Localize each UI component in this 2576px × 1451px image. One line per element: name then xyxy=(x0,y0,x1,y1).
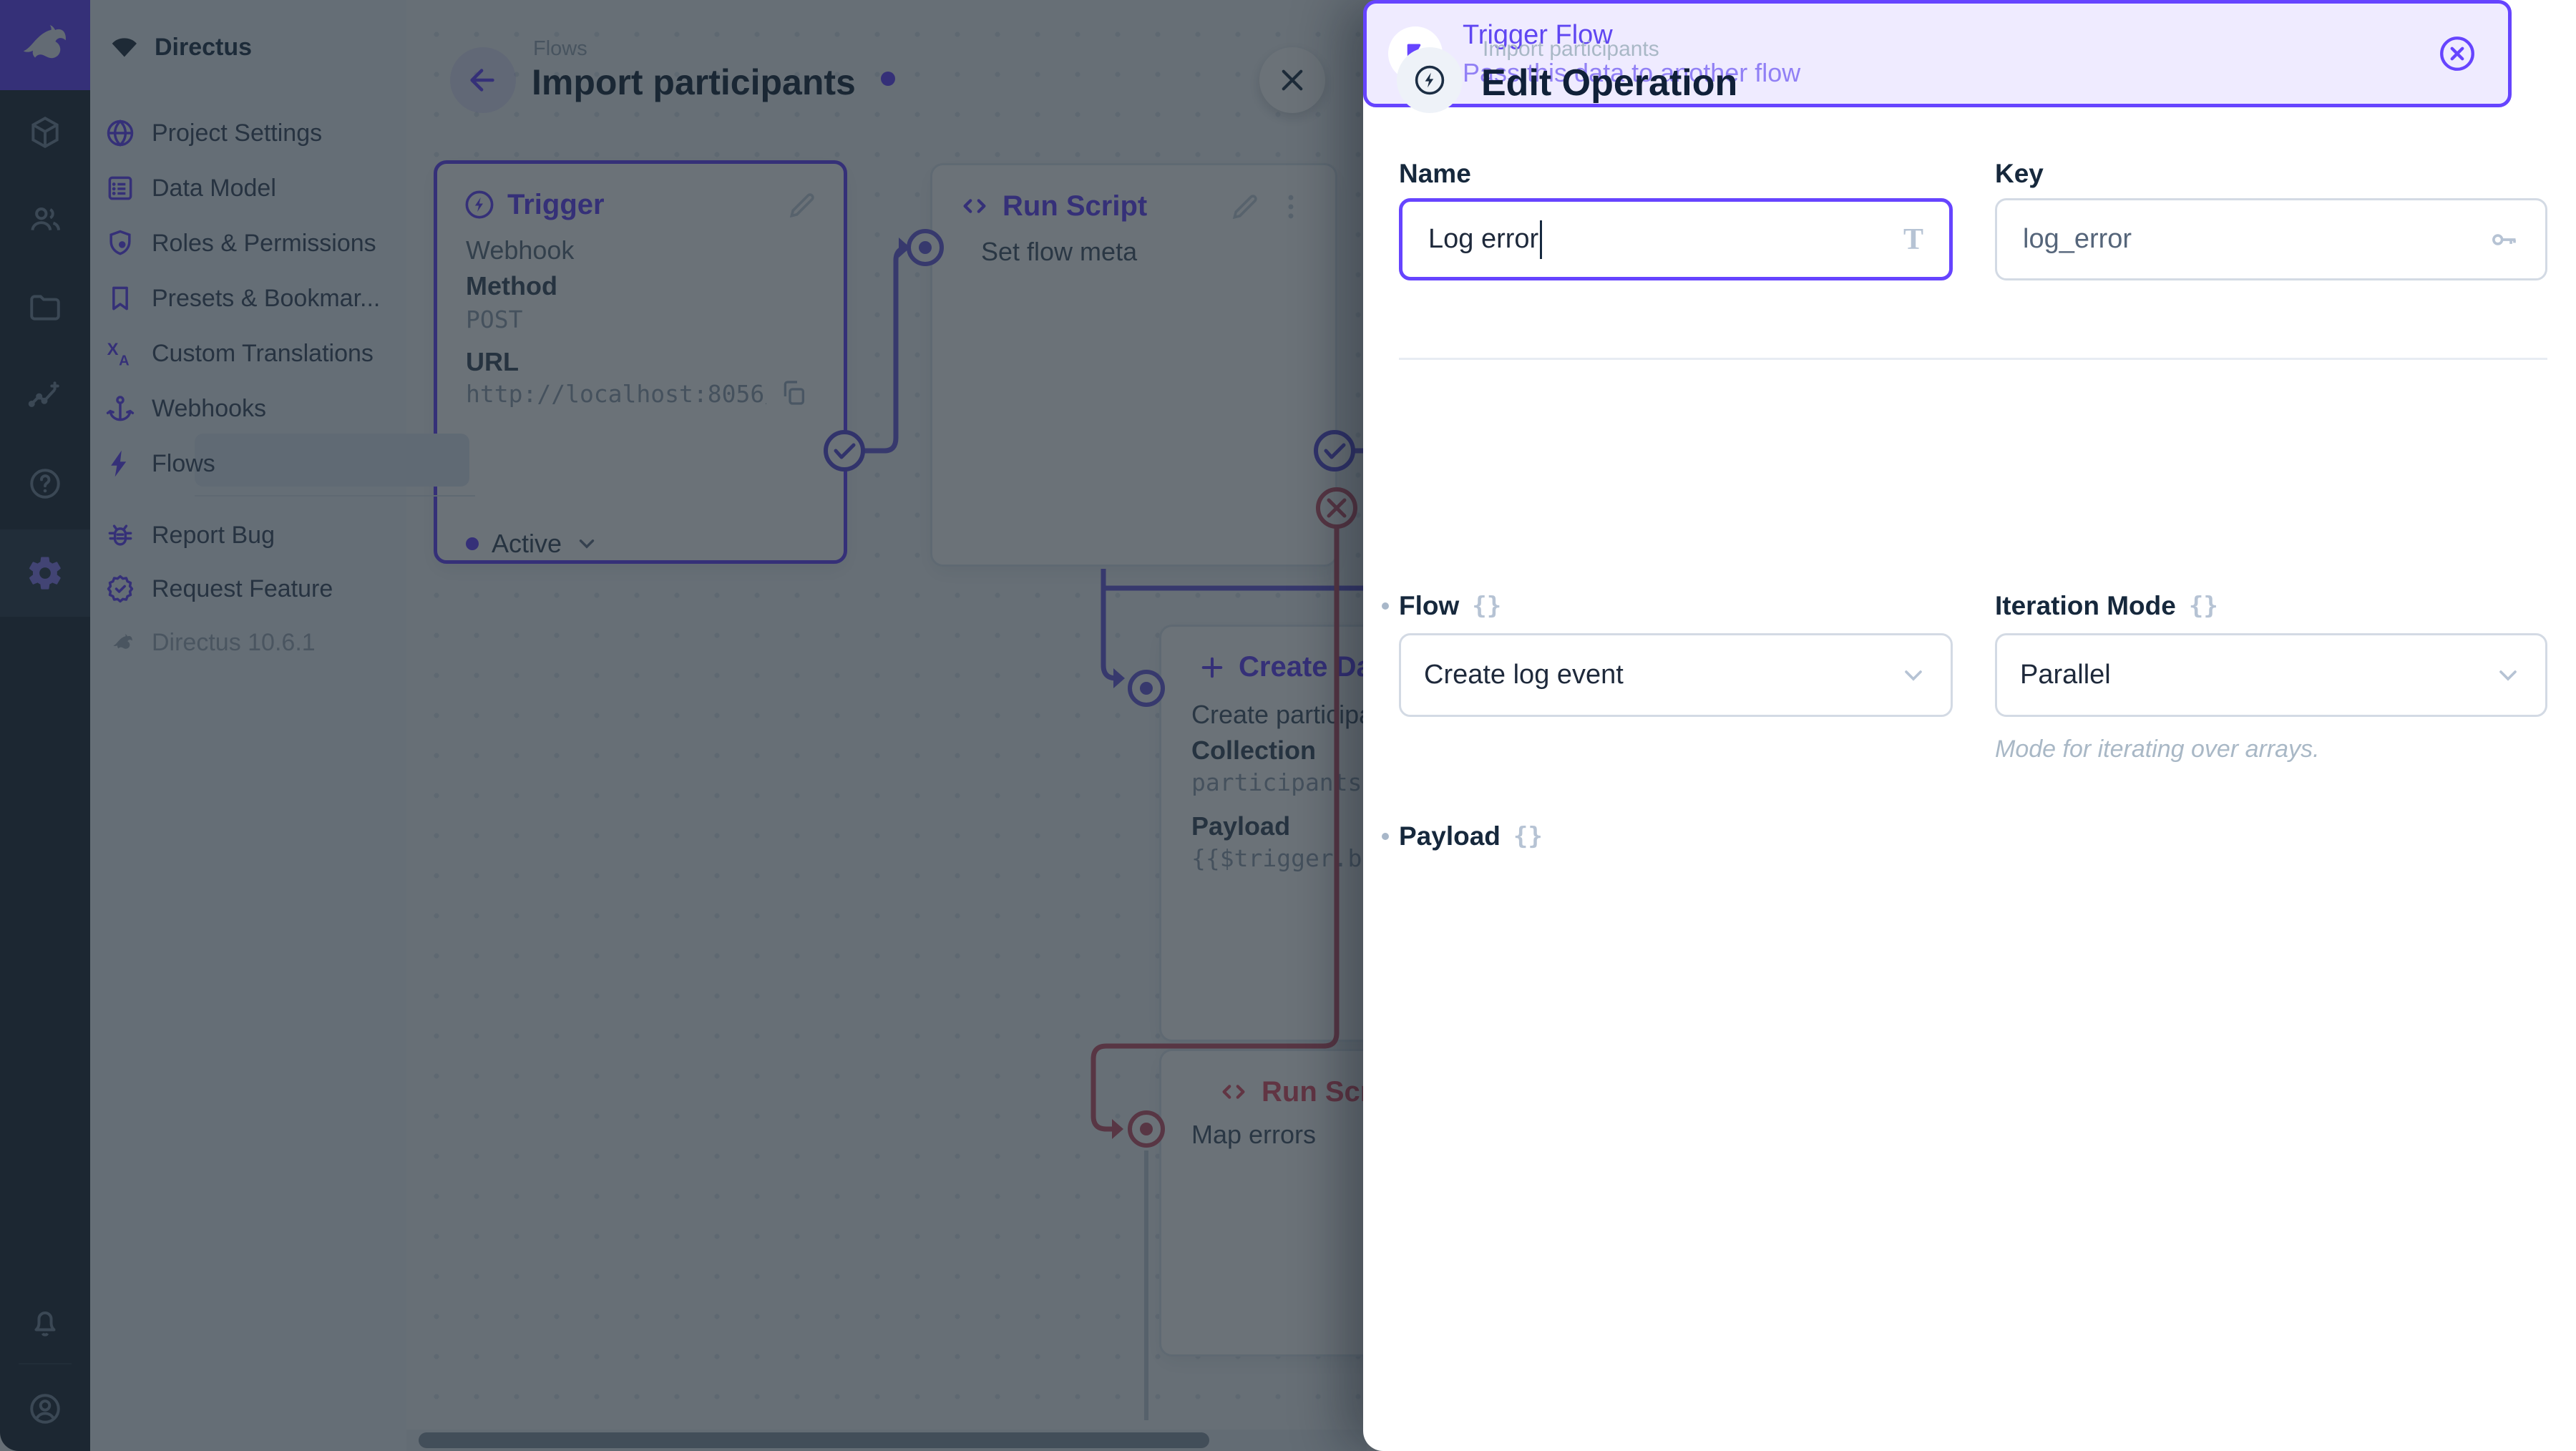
flow-value: Create log event xyxy=(1424,660,1624,690)
format-title-icon: T xyxy=(1903,223,1923,256)
payload-label: Payload {} xyxy=(1382,821,1543,851)
flow-select[interactable]: Create log event xyxy=(1399,633,1953,717)
chevron-down-icon xyxy=(1899,661,1928,690)
bolt-circle-icon xyxy=(1415,65,1445,95)
braces-icon: {} xyxy=(1472,592,1502,620)
drawer-icon-button[interactable] xyxy=(1397,47,1463,113)
iteration-mode-select[interactable]: Parallel xyxy=(1995,633,2547,717)
name-label: Name xyxy=(1399,159,1471,188)
name-value: Log error xyxy=(1428,224,1539,254)
key-value: log_error xyxy=(2023,224,2132,254)
key-input[interactable]: log_error xyxy=(1995,198,2547,280)
deselect-operation-icon[interactable] xyxy=(2436,33,2478,74)
iteration-mode-note: Mode for iterating over arrays. xyxy=(1995,736,2320,763)
chevron-down-icon xyxy=(2494,661,2522,690)
name-input[interactable]: Log error T xyxy=(1399,198,1953,280)
braces-icon: {} xyxy=(2188,592,2218,620)
iteration-mode-value: Parallel xyxy=(2020,660,2111,690)
key-icon xyxy=(2488,224,2519,255)
text-caret xyxy=(1540,220,1543,259)
drawer-title: Edit Operation xyxy=(1481,62,1738,104)
edit-operation-drawer: Import participants Edit Operation Name … xyxy=(1363,0,2576,1451)
required-dot xyxy=(1382,833,1389,840)
iteration-mode-label: Iteration Mode {} xyxy=(1995,591,2218,620)
required-dot xyxy=(1382,602,1389,610)
operation-type-card[interactable]: Trigger Flow Pass this data to another f… xyxy=(1363,0,2512,107)
operation-type-title: Trigger Flow xyxy=(1463,19,1613,50)
braces-icon: {} xyxy=(1513,822,1543,851)
key-label: Key xyxy=(1995,159,2044,188)
section-divider xyxy=(1399,358,2547,360)
flow-label: Flow {} xyxy=(1382,591,1502,621)
drawer-breadcrumb: Import participants xyxy=(1483,37,1659,61)
operation-type-subtitle: Pass this data to another flow xyxy=(1463,57,1801,87)
